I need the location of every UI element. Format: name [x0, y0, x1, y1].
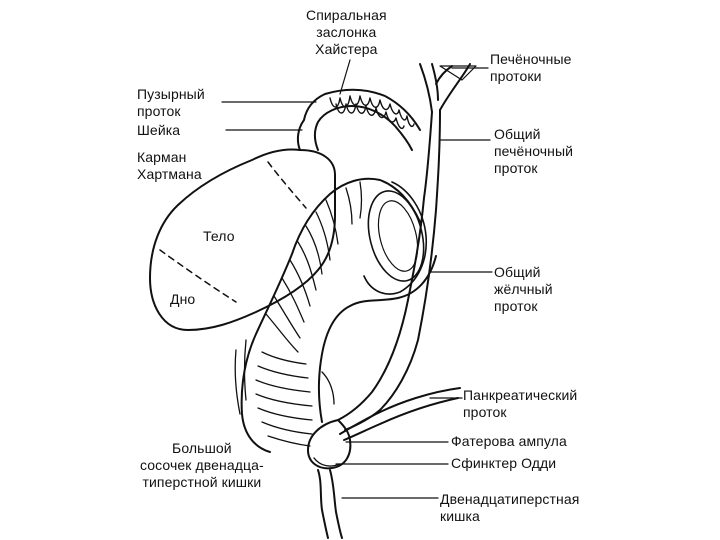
- neck-outline: [296, 88, 421, 151]
- label-major-papilla: Большой сосочек двенадца- типерстной киш…: [140, 440, 264, 490]
- label-vater-ampulla: Фатерова ампула: [451, 433, 567, 449]
- label-common-hepatic-duct: Общий печёночный проток: [494, 126, 574, 176]
- spiral-valve: [329, 95, 415, 130]
- gallbladder-outline: [149, 148, 336, 331]
- bile-duct-left-wall: [337, 111, 433, 421]
- label-body: Тело: [203, 228, 235, 244]
- hepatic-fork: [435, 65, 453, 85]
- label-common-bile-duct: Общий жёлчный проток: [494, 264, 553, 314]
- leader-lines: [221, 59, 493, 499]
- vater-ampulla: [307, 419, 352, 470]
- neck-inner: [314, 105, 413, 151]
- bile-duct-right-wall: [344, 109, 441, 431]
- label-duodenum: Двенадцатиперстная кишка: [440, 491, 580, 524]
- label-hepatic-ducts: Печёночные протоки: [490, 51, 572, 84]
- hepatic-bracket: [439, 65, 477, 81]
- papilla-tail-2: [329, 469, 343, 539]
- fundus-division: [159, 249, 237, 303]
- label-fundus: Дно: [170, 291, 196, 307]
- pancreatic-duct: [339, 387, 461, 435]
- right-hepatic-duct: [419, 63, 433, 113]
- oddi-sphincter: [313, 457, 341, 467]
- hartmann-division: [267, 161, 307, 209]
- duodenum-tube: [240, 177, 437, 453]
- lower-duodenum: [234, 339, 335, 447]
- pancreatic-duct-lower: [343, 397, 459, 441]
- label-cystic-duct: Пузырный проток: [137, 86, 205, 119]
- papilla-tail: [317, 469, 329, 539]
- label-pancreatic-duct: Панкреатический проток: [463, 387, 578, 420]
- label-oddi-sphincter: Сфинктер Одди: [451, 455, 557, 471]
- label-neck: Шейка: [137, 122, 181, 138]
- label-hartmann-pouch: Карман Хартмана: [137, 149, 202, 182]
- label-spiral-valve: Спиральная заслонка Хайстера: [306, 7, 387, 57]
- duodenum-folds: [265, 181, 363, 353]
